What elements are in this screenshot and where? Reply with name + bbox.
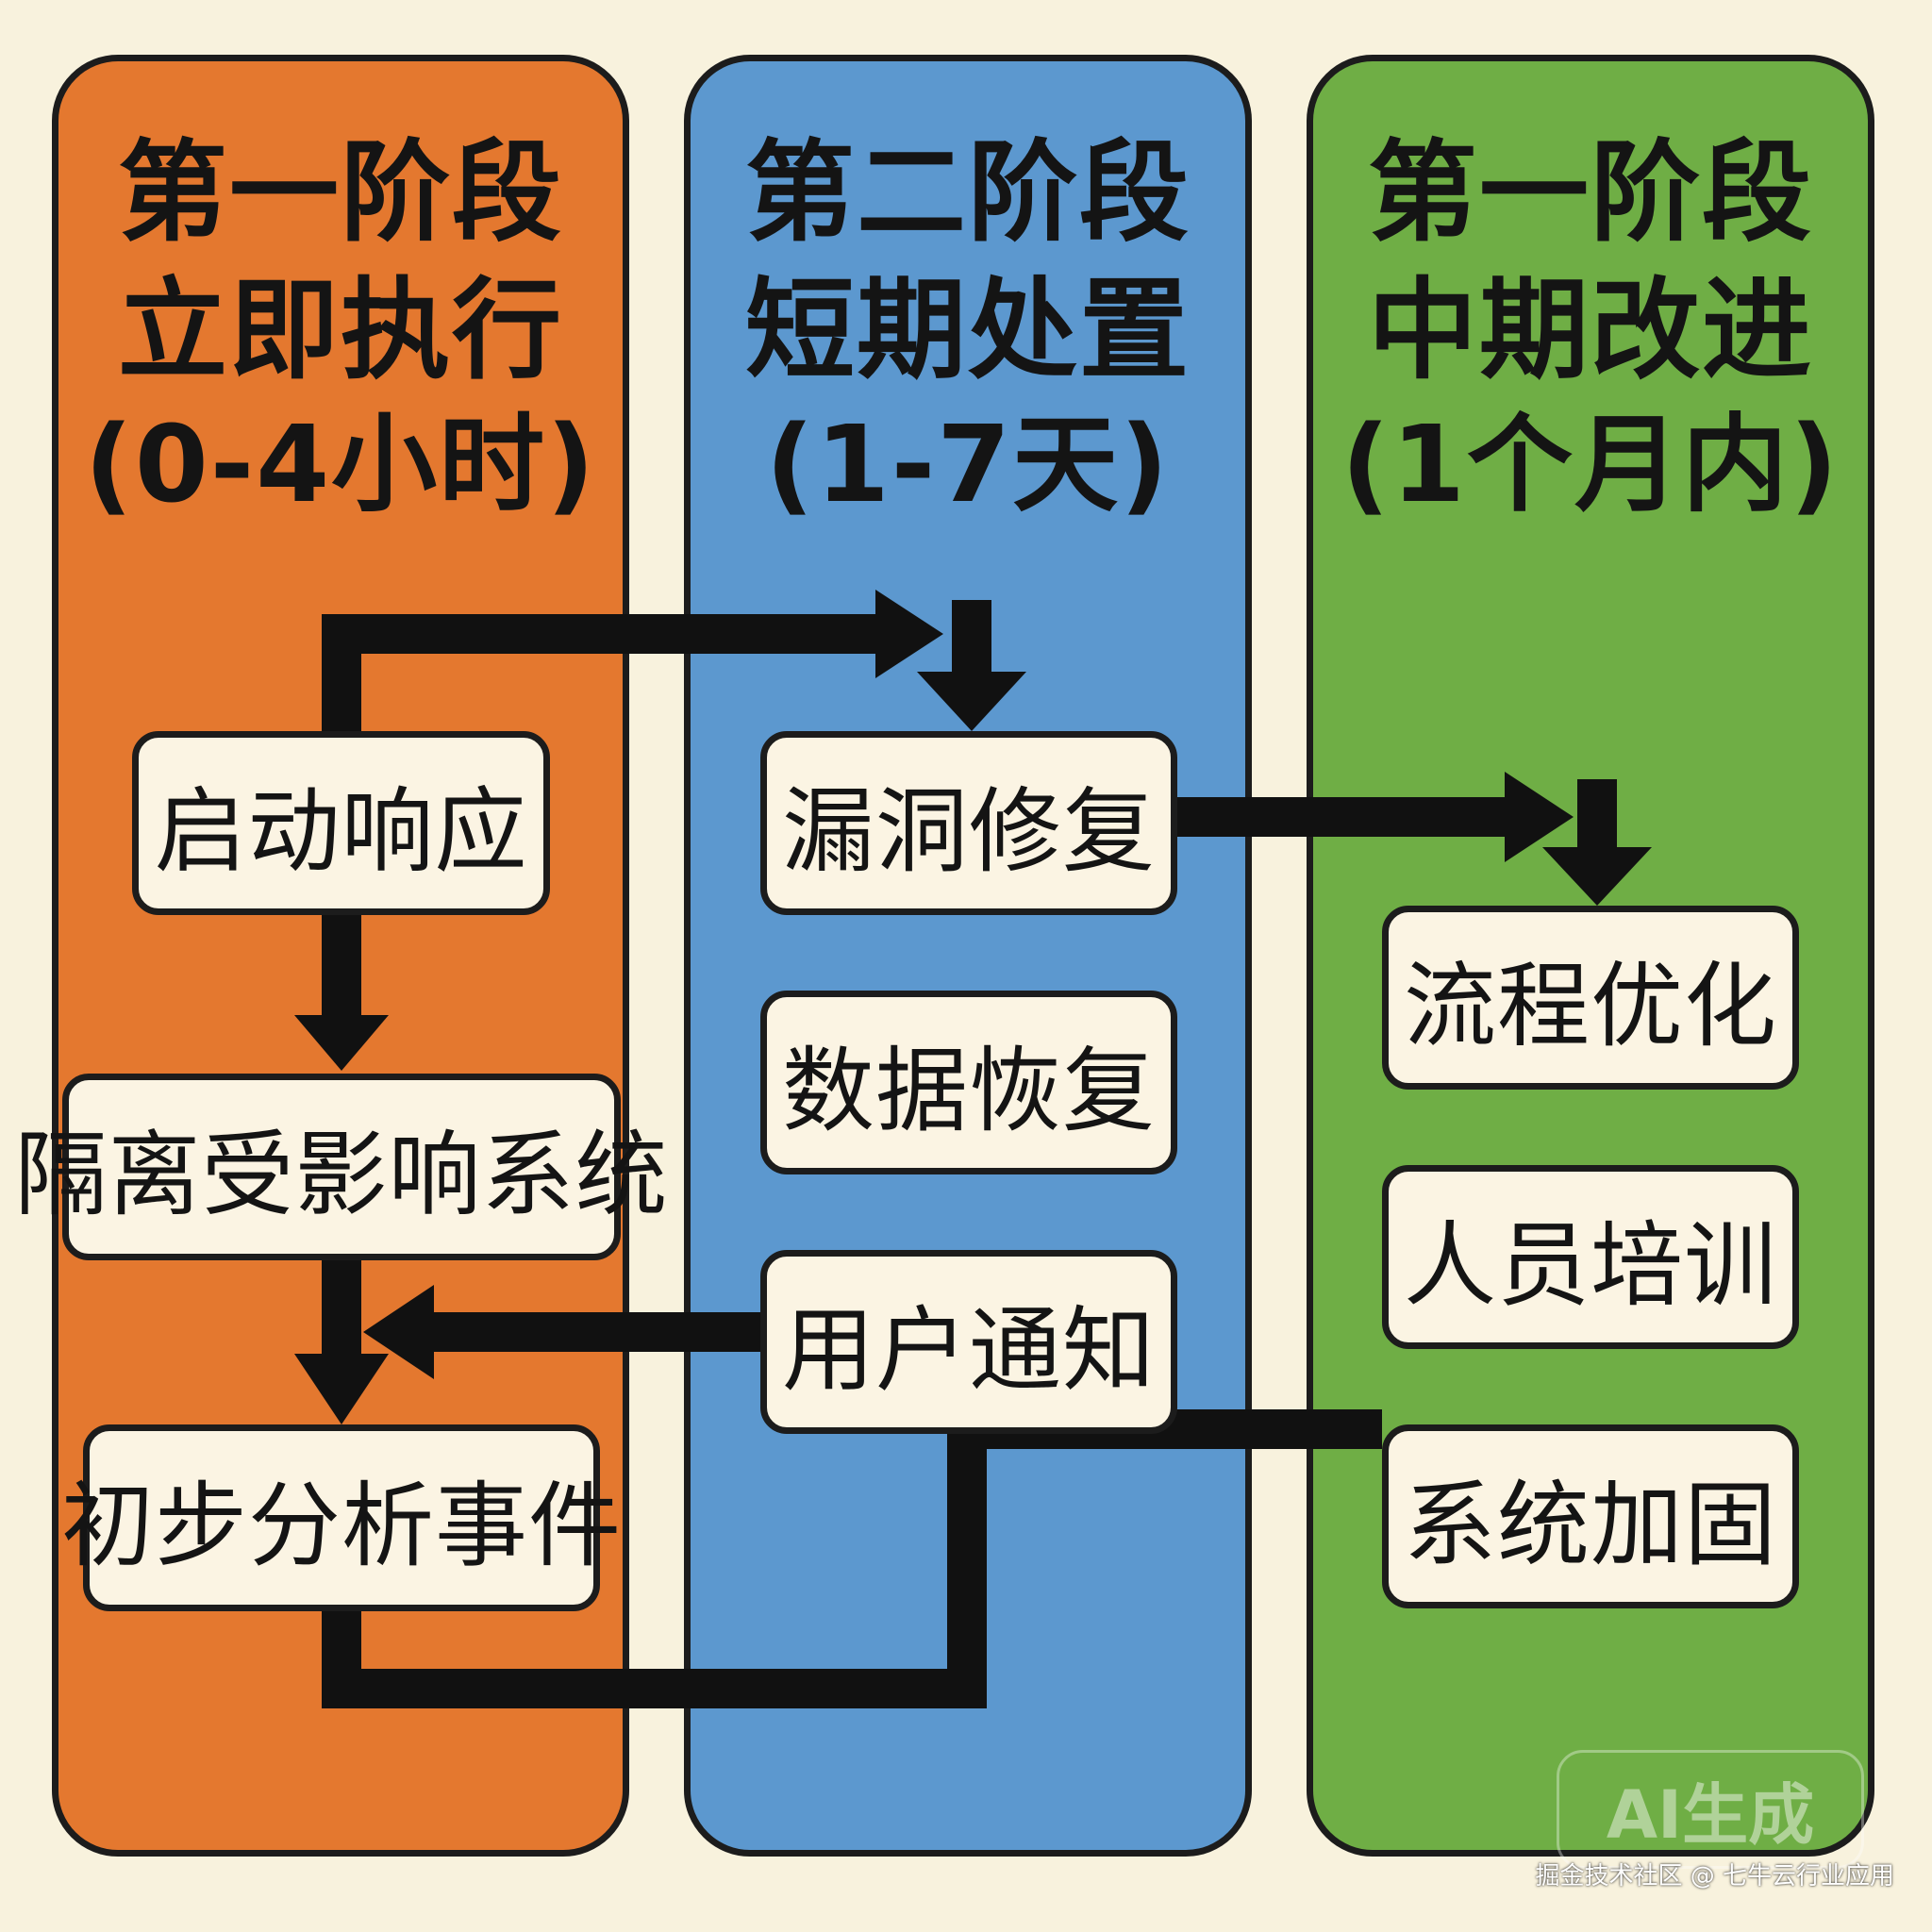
phase-3-period: (1个月内) <box>1341 404 1840 526</box>
source-credit: 掘金技术社区 @ 七牛云行业应用 <box>1535 1862 1894 1890</box>
connector-start-to-vuln <box>322 614 882 731</box>
phase-1-subtitle: 立即执行 <box>118 267 563 394</box>
arrowhead-down-1 <box>917 672 1026 731</box>
arrowhead-down-2 <box>1542 847 1652 906</box>
phase-3-subtitle: 中期改进 <box>1368 267 1813 394</box>
arrow-shaft-down-1 <box>952 600 991 675</box>
arrowhead-left-1 <box>363 1285 434 1379</box>
node-isolate-systems: 隔离受影响系统 <box>15 1074 668 1260</box>
phase-2-period: (1-7天) <box>765 404 1171 526</box>
node-user-notify: 用户通知 <box>760 1250 1177 1434</box>
node-start-response: 启动响应 <box>132 731 550 915</box>
arrowhead-right-2 <box>1505 772 1574 862</box>
arrow-shaft-down-2 <box>1577 779 1617 853</box>
phase-3-title: 第一阶段 <box>1368 129 1813 257</box>
phase-2-subtitle: 短期处置 <box>745 267 1191 394</box>
arrowhead-down-3 <box>294 1015 389 1071</box>
node-system-harden: 系统加固 <box>1382 1424 1799 1608</box>
phase-1-period: (0-4小时) <box>84 404 597 526</box>
node-vuln-fix: 漏洞修复 <box>760 731 1177 915</box>
ai-generated-watermark: AI生成 <box>1557 1750 1864 1869</box>
node-initial-analysis: 初步分析事件 <box>61 1424 621 1611</box>
node-process-optimization: 流程优化 <box>1382 906 1799 1090</box>
node-data-recovery: 数据恢复 <box>760 991 1177 1174</box>
phase-2-column: 第二阶段 短期处置 (1-7天) <box>684 55 1252 1857</box>
phase-1-title: 第一阶段 <box>118 129 563 257</box>
arrowhead-right-1 <box>875 590 943 678</box>
node-staff-training: 人员培训 <box>1382 1165 1799 1349</box>
arrowhead-down-4 <box>294 1354 389 1424</box>
phase-2-title: 第二阶段 <box>745 129 1191 257</box>
